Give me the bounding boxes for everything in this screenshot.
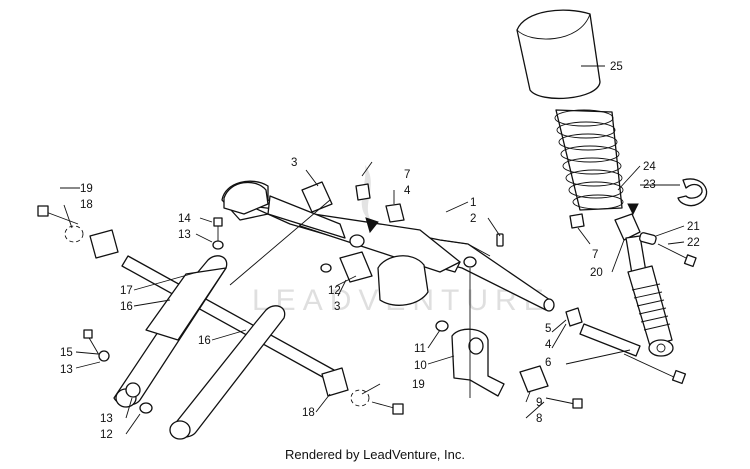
shock-mount-bushing [639, 232, 657, 245]
callout-13-upper: 13 [178, 229, 191, 241]
callout-4-lower: 4 [545, 339, 552, 351]
arrow-marker [627, 203, 639, 216]
callout-4-arm: 4 [404, 185, 411, 197]
callout-18-right: 18 [302, 407, 315, 419]
callout-6: 6 [545, 357, 551, 369]
coil-spring [554, 109, 624, 211]
callout-9: 9 [536, 397, 542, 409]
callout-10: 10 [414, 360, 427, 372]
shock-bushing-7 [569, 213, 585, 229]
callout-3-lower: 3 [334, 301, 340, 313]
pivot-bushing-lower [565, 307, 583, 327]
rear-arm-bushing-upper [301, 181, 333, 213]
callout-14: 14 [178, 213, 191, 225]
callout-17: 17 [120, 285, 133, 297]
callout-16-right: 16 [198, 335, 211, 347]
callout-7-shock: 7 [592, 249, 598, 261]
pivot-shaft [579, 323, 641, 357]
callout-15: 15 [60, 347, 73, 359]
shock-mount-bolt [657, 243, 697, 268]
callout-labels: 25 24 23 21 22 20 7 7 4 3 3 1 2 19 18 14… [60, 61, 700, 441]
callout-23: 23 [643, 179, 656, 191]
callout-19-left: 19 [80, 183, 93, 195]
rear-arm-bushing-lower [339, 251, 373, 283]
callout-22: 22 [687, 237, 700, 249]
strap-spacer-lower [125, 382, 141, 398]
callout-19-right: 19 [412, 379, 425, 391]
spring-cover [516, 9, 601, 100]
callout-8: 8 [536, 413, 542, 425]
spring-retainer-clip [677, 178, 708, 207]
callout-21: 21 [687, 221, 700, 233]
callout-24: 24 [643, 161, 656, 173]
pivot-bushing-upper [385, 203, 405, 223]
callout-12-bottom: 12 [100, 429, 113, 441]
pivot-washer-upper [355, 183, 371, 201]
callout-18-left: 18 [80, 199, 93, 211]
arrow-marker-arm [365, 217, 379, 234]
leader-lines [60, 65, 685, 435]
long-shaft-bolt [623, 353, 687, 385]
callout-2: 2 [470, 213, 476, 225]
spacer-sleeve [519, 365, 549, 393]
footer-credit: Rendered by LeadVenture, Inc. [285, 447, 465, 462]
strap-washer-upper [212, 240, 224, 250]
callout-12-upper: 12 [328, 285, 341, 297]
callout-1: 1 [470, 197, 476, 209]
right-end-washer [350, 389, 370, 407]
strap-washer-lower [98, 350, 110, 362]
left-end-washer [64, 225, 84, 243]
right-end-bolt [371, 401, 404, 415]
cross-shaft-bushing-right [321, 367, 349, 397]
callout-5: 5 [545, 323, 551, 335]
rear-arm-assembly [221, 180, 555, 312]
callout-20: 20 [590, 267, 603, 279]
pivot-bracket [451, 328, 505, 397]
callout-25: 25 [610, 61, 623, 73]
shock-absorber [614, 213, 674, 357]
limiter-strap-right [169, 305, 286, 440]
callout-16-left: 16 [120, 301, 133, 313]
callout-7-arm: 7 [404, 169, 410, 181]
callout-3-upper: 3 [291, 157, 297, 169]
callout-13-bottom: 13 [100, 413, 113, 425]
callout-13-lower: 13 [60, 364, 73, 376]
pivot-nut [435, 320, 449, 332]
left-end-bolt [37, 205, 79, 225]
cross-shaft-bushing-left [89, 229, 119, 259]
strap-nut-upper [320, 263, 332, 273]
bracket-bolt [545, 397, 583, 409]
callout-11: 11 [414, 343, 426, 355]
strap-nut-lower [139, 402, 153, 414]
grease-fitting [496, 233, 504, 247]
